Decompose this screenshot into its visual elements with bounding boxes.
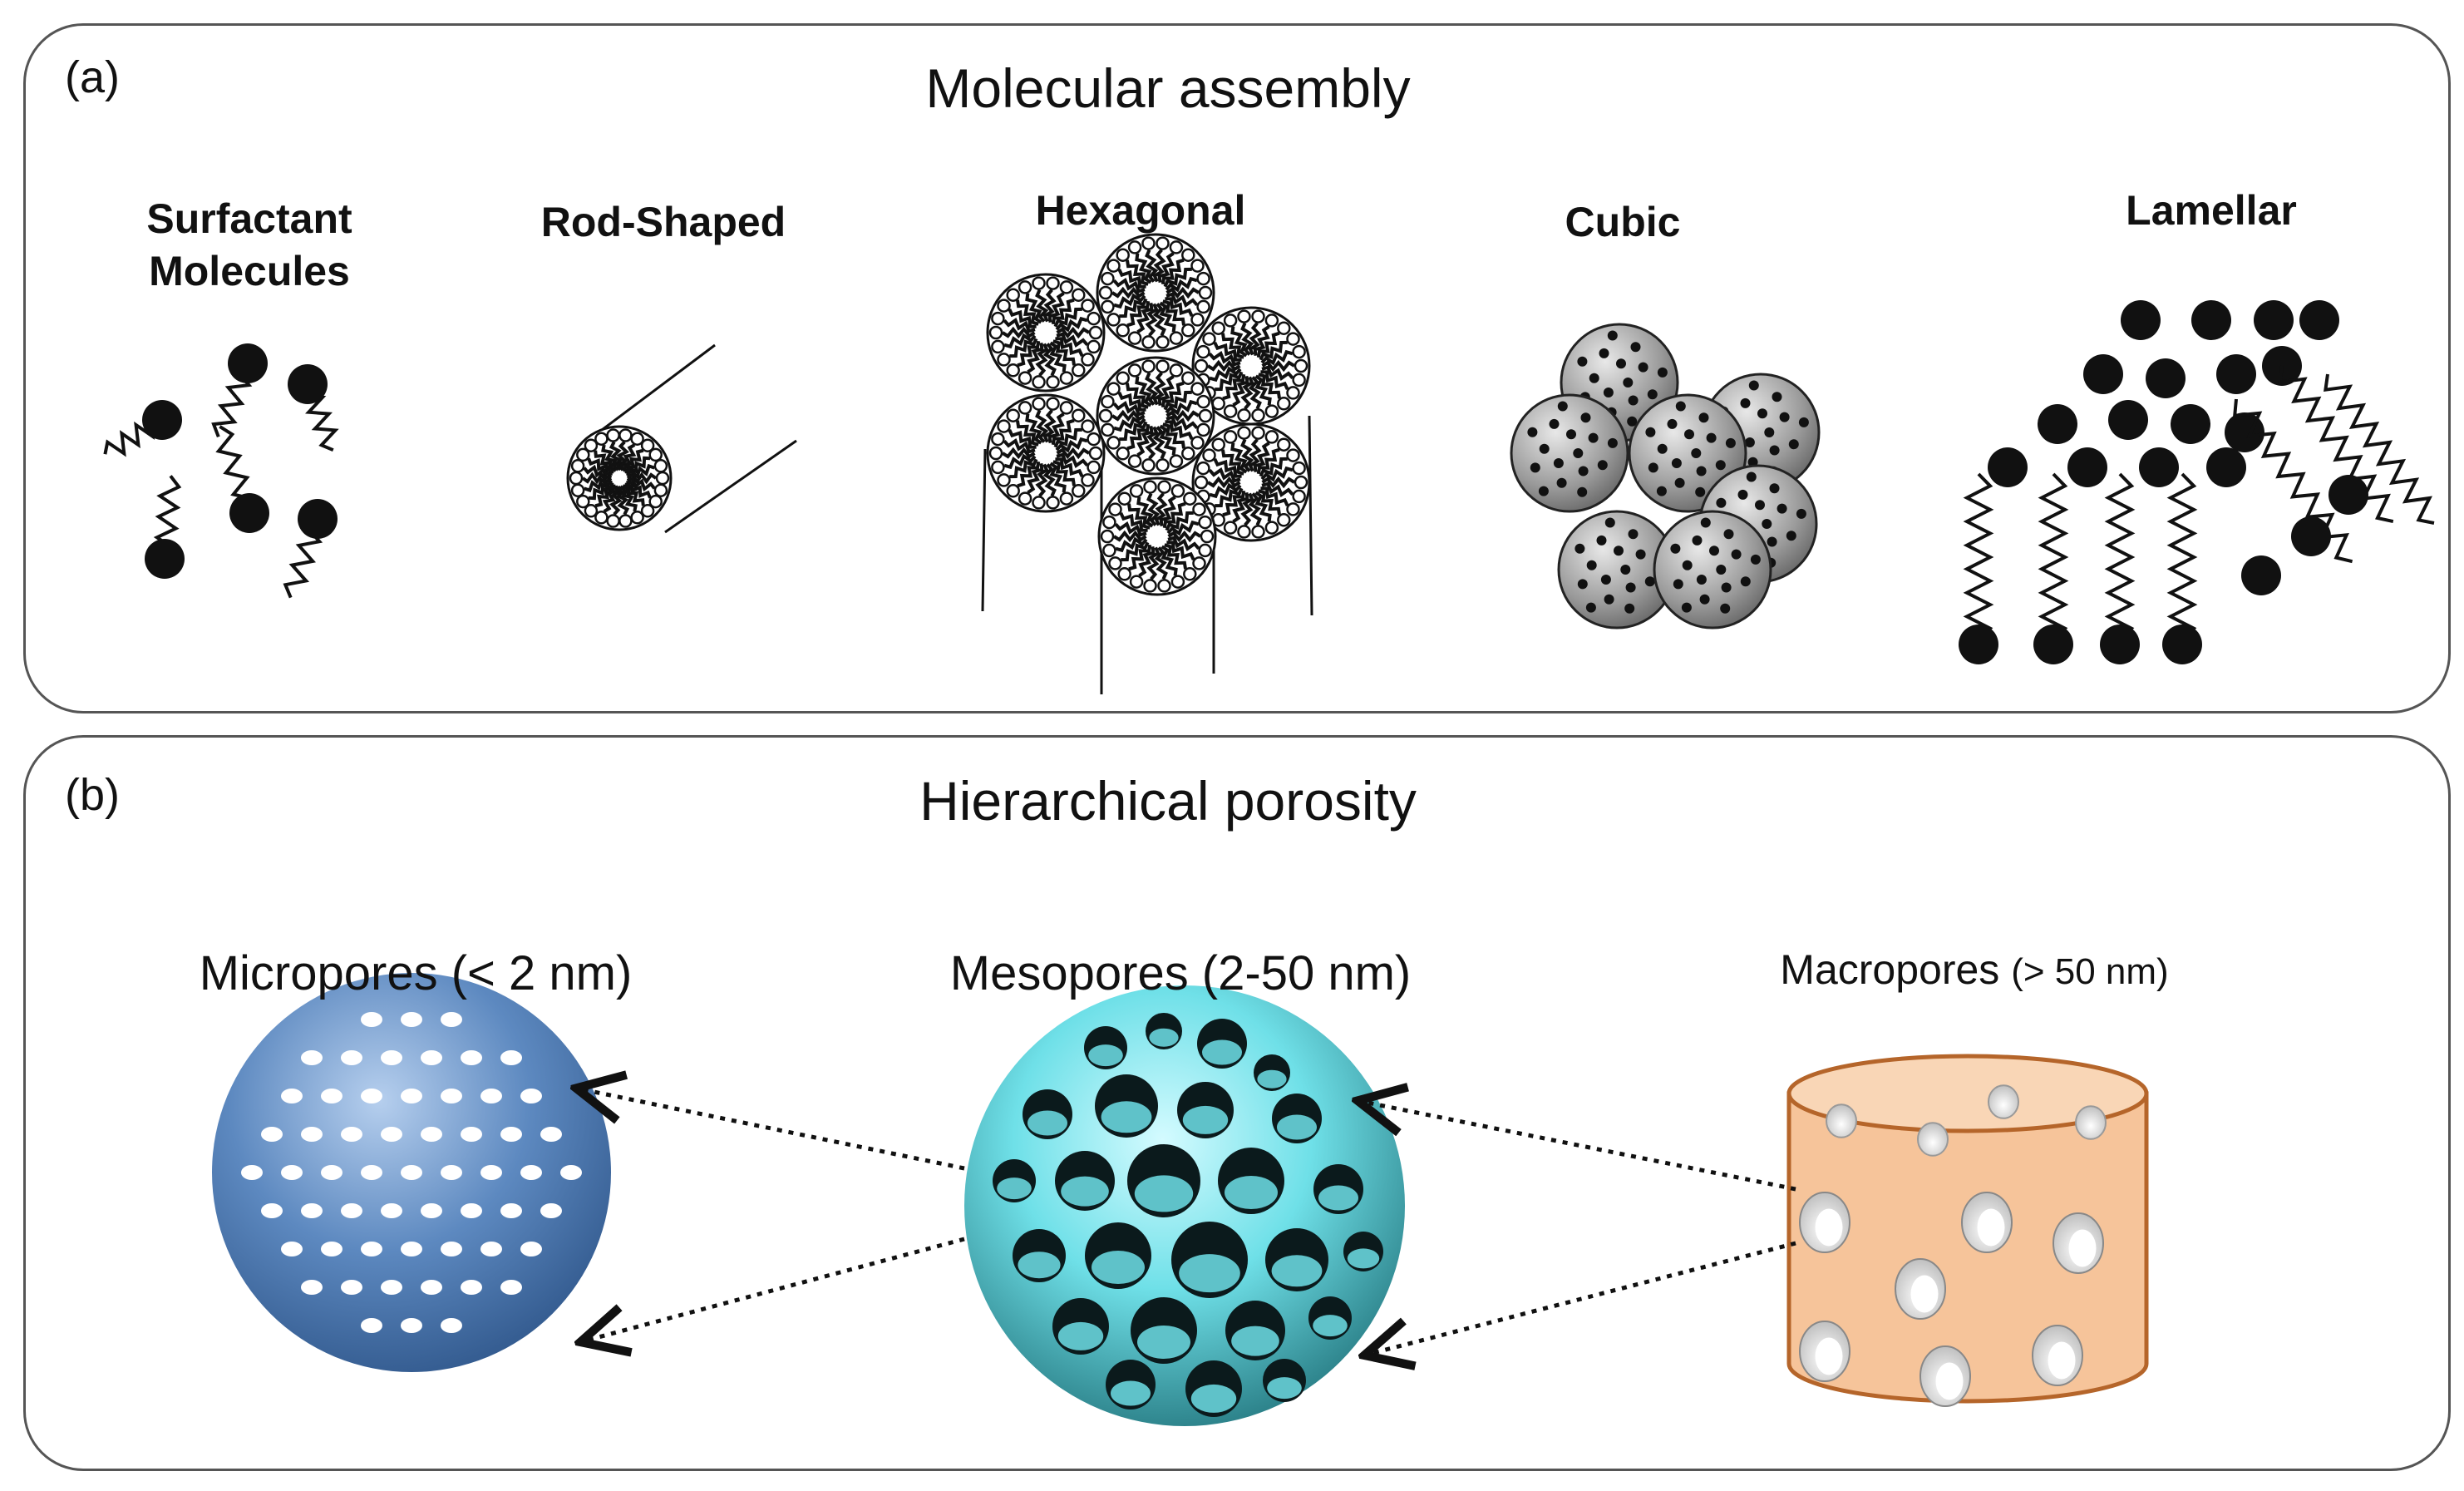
label-rod-shaped: Rod-Shaped xyxy=(540,199,786,245)
panel-a-title: Molecular assembly xyxy=(925,57,1411,119)
label-cubic: Cubic xyxy=(1565,199,1681,245)
panel-molecular-assembly xyxy=(23,23,2451,713)
arrow-macro-to-meso-upper xyxy=(1363,1102,1796,1192)
panel-a-letter: (a) xyxy=(65,52,120,102)
macropore-cylinder xyxy=(1786,1054,2149,1407)
label-lamellar: Lamellar xyxy=(2126,187,2297,234)
cubic-phase-illustration xyxy=(1510,323,1821,629)
hierarchy-arrows xyxy=(582,1089,1796,1354)
surfactant-molecules-illustration xyxy=(103,343,339,599)
label-macropores-range: (> 50 nm) xyxy=(2011,951,2169,992)
panel-b-title: Hierarchical porosity xyxy=(919,770,1417,832)
lamellar-phase-illustration xyxy=(1959,300,2435,664)
label-hexagonal: Hexagonal xyxy=(1035,187,1246,234)
arrow-macro-to-meso-lower xyxy=(1370,1241,1796,1354)
micropore-sphere xyxy=(212,973,611,1372)
rod-shaped-micelle-illustration xyxy=(566,343,797,534)
arrow-meso-to-micro-lower xyxy=(586,1237,965,1340)
panel-b-letter: (b) xyxy=(65,770,120,820)
panel-hierarchical-porosity xyxy=(23,735,2451,1471)
label-macropores-main: Macropores xyxy=(1780,946,2000,993)
label-surfactant-molecules: Surfactant Molecules xyxy=(146,195,352,294)
hexagonal-phase-illustration xyxy=(981,233,1313,694)
label-macropores: Macropores (> 50 nm) xyxy=(1780,945,2168,994)
label-micropores: Micropores (< 2 nm) xyxy=(199,946,633,1000)
mesopore-sphere xyxy=(964,985,1405,1426)
label-mesopores: Mesopores (2-50 nm) xyxy=(949,946,1412,1000)
